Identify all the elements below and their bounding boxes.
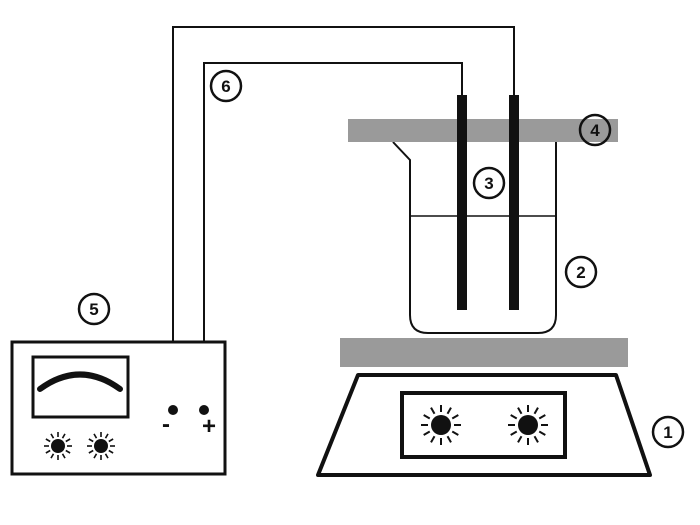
positive-terminal[interactable] <box>199 405 209 415</box>
knob-sun-icon <box>87 432 115 460</box>
outer-wire <box>172 26 515 408</box>
beaker-outline <box>392 141 557 334</box>
label-5: 5 <box>77 292 111 326</box>
electrodes <box>457 95 519 310</box>
electrode-right <box>509 95 519 310</box>
label-4: 4 <box>578 113 612 147</box>
label-6-text: 6 <box>221 77 230 96</box>
label-2: 2 <box>564 255 598 289</box>
knob-sun-icon <box>421 405 461 445</box>
negative-terminal[interactable] <box>168 405 178 415</box>
needle-arc-icon <box>37 371 123 392</box>
positive-sign: + <box>202 413 216 440</box>
hot-plate <box>316 338 652 477</box>
label-3: 3 <box>472 166 506 200</box>
beaker <box>392 141 557 334</box>
label-3-text: 3 <box>484 174 493 193</box>
electrode-left <box>457 95 467 310</box>
label-1-text: 1 <box>663 423 672 442</box>
inner-wire <box>203 62 463 408</box>
hot-plate-top <box>340 338 628 367</box>
knob-sun-icon <box>508 405 548 445</box>
negative-sign: - <box>162 411 170 438</box>
label-5-text: 5 <box>89 300 98 319</box>
label-4-text: 4 <box>590 121 600 140</box>
knob-sun-icon <box>44 432 72 460</box>
holder-bar <box>348 119 618 142</box>
meter: - + <box>10 340 227 476</box>
wires <box>172 26 515 408</box>
label-6: 6 <box>209 69 243 103</box>
label-2-text: 2 <box>576 263 585 282</box>
label-1: 1 <box>651 415 685 449</box>
